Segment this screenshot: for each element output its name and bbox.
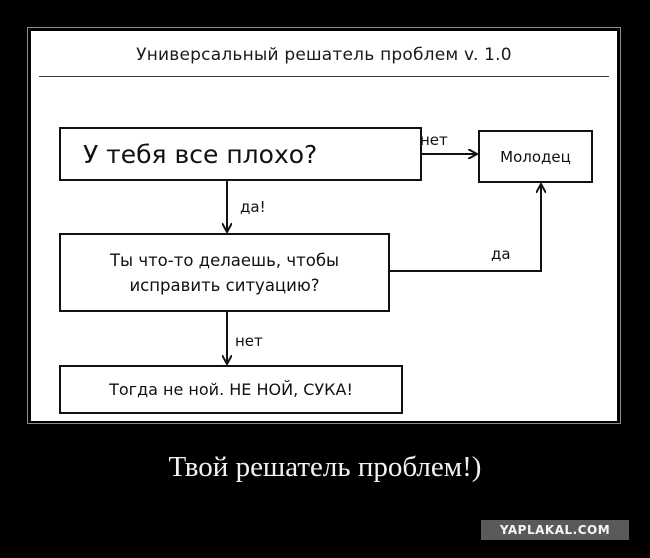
edge-label-no-2: нет <box>235 332 263 350</box>
poster-caption: Твой решатель проблем!) <box>168 451 482 483</box>
flowchart-panel: Универсальный решатель проблем v. 1.0 У … <box>31 31 617 421</box>
site-watermark: YAPLAKAL.COM <box>481 520 629 540</box>
flowchart-connectors <box>31 31 617 421</box>
edge-label-no-1: нет <box>420 131 448 149</box>
arrow-q2-to-good <box>390 185 541 272</box>
node-question-bad: У тебя все плохо? <box>59 127 422 181</box>
node-question-doing: Ты что-то делаешь, чтобы исправить ситуа… <box>59 233 390 312</box>
title-divider <box>39 76 609 77</box>
node-result-good: Молодец <box>478 130 593 183</box>
flowchart-title: Универсальный решатель проблем v. 1.0 <box>136 45 512 65</box>
poster-frame <box>27 27 621 424</box>
node-result-final: Тогда не ной. НЕ НОЙ, СУКА! <box>59 365 403 414</box>
edge-label-yes-2: да <box>491 245 511 263</box>
edge-label-yes-1: да! <box>240 198 266 216</box>
